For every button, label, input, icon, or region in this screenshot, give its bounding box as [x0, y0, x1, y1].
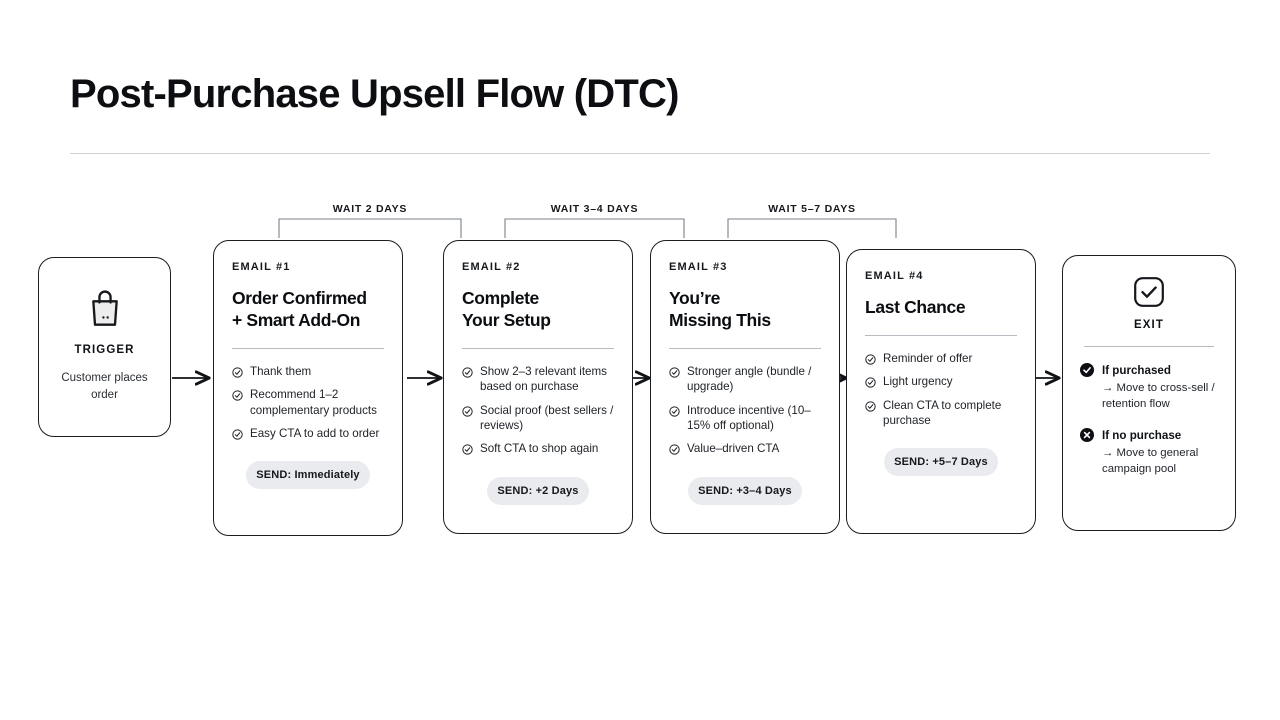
bullet-text: Reminder of offer — [883, 352, 973, 366]
email-bullet-list: Reminder of offer Light urgency Clean CT… — [865, 351, 1017, 428]
wait-label-3: WAIT 5–7 DAYS — [768, 203, 856, 215]
email-title: Last Chance — [865, 297, 966, 317]
send-badge[interactable]: SEND: Immediately — [246, 461, 370, 490]
check-circle-icon — [669, 444, 680, 455]
check-circle-icon — [865, 377, 876, 389]
list-item: Reminder of offer — [865, 351, 1017, 366]
branch-title: If purchased — [1102, 363, 1171, 377]
card-divider — [232, 348, 384, 350]
email-title: You’re Missing This — [669, 288, 771, 331]
bullet-text: Stronger angle (bundle / upgrade) — [687, 365, 812, 394]
check-circle-icon — [669, 406, 680, 417]
check-circle-icon — [462, 406, 473, 417]
list-item: Introduce incentive (10–15% off optional… — [669, 403, 821, 434]
card-divider — [669, 348, 821, 350]
exit-label: EXIT — [1134, 319, 1164, 331]
list-item: Stronger angle (bundle / upgrade) — [669, 364, 821, 395]
checkbox-check-icon — [1134, 277, 1164, 307]
email-title: Order Confirmed + Smart Add-On — [232, 288, 367, 331]
x-filled-icon — [1080, 428, 1094, 442]
bullet-text: Value–driven CTA — [687, 442, 780, 456]
email-bullet-list: Thank them Recommend 1–2 complementary p… — [232, 364, 384, 441]
email-kicker: EMAIL #3 — [669, 261, 728, 273]
trigger-label: TRIGGER — [74, 344, 135, 357]
email-bullet-list: Show 2–3 relevant items based on purchas… — [462, 364, 614, 456]
header-divider — [70, 153, 1210, 154]
list-item: Value–driven CTA — [669, 441, 821, 456]
bullet-text: Thank them — [250, 365, 312, 379]
list-item: Recommend 1–2 complementary products — [232, 387, 384, 418]
check-circle-icon — [462, 367, 473, 378]
send-badge[interactable]: SEND: +3–4 Days — [688, 476, 802, 505]
card-divider — [1084, 346, 1214, 347]
exit-header: EXIT — [1080, 276, 1218, 331]
bullet-text: Easy CTA to add to order — [250, 426, 380, 440]
email-kicker: EMAIL #4 — [865, 270, 924, 282]
list-item: Soft CTA to shop again — [462, 441, 614, 456]
check-filled-icon — [1080, 363, 1094, 377]
send-pill-wrap: SEND: +3–4 Days — [669, 476, 821, 505]
page-title: Post-Purchase Upsell Flow (DTC) — [70, 72, 679, 116]
check-circle-icon — [865, 354, 876, 365]
bullet-text: Show 2–3 relevant items based on purchas… — [480, 365, 607, 394]
list-item: Thank them — [232, 364, 384, 379]
exit-branch-purchased: If purchased → Move to cross-sell / rete… — [1080, 363, 1218, 412]
list-item: Easy CTA to add to order — [232, 426, 384, 441]
email-card-2[interactable]: EMAIL #2 Complete Your Setup Show 2–3 re… — [443, 240, 633, 534]
list-item: Light urgency — [865, 374, 1017, 389]
list-item: Show 2–3 relevant items based on purchas… — [462, 364, 614, 395]
wait-label-2: WAIT 3–4 DAYS — [550, 203, 639, 215]
bullet-text: Introduce incentive (10–15% off optional… — [687, 403, 811, 432]
shopping-bag-icon — [91, 290, 118, 327]
trigger-description: Customer places order — [61, 372, 148, 401]
branch-body: → Move to cross-sell / retention flow — [1102, 382, 1215, 410]
check-circle-icon — [232, 390, 243, 402]
send-pill-wrap: SEND: Immediately — [232, 461, 384, 490]
bullet-text: Recommend 1–2 complementary products — [250, 388, 377, 417]
email-bullet-list: Stronger angle (bundle / upgrade) Introd… — [669, 364, 821, 456]
check-circle-icon — [669, 367, 680, 378]
bullet-text: Clean CTA to complete purchase — [883, 398, 1002, 427]
exit-card[interactable]: EXIT If purchased → Move to cross-sell /… — [1062, 255, 1236, 531]
send-badge[interactable]: SEND: +5–7 Days — [884, 448, 998, 477]
email-card-3[interactable]: EMAIL #3 You’re Missing This Stronger an… — [650, 240, 840, 534]
email-title: Complete Your Setup — [462, 288, 551, 331]
send-badge[interactable]: SEND: +2 Days — [487, 476, 589, 505]
branch-heading: If purchased — [1080, 363, 1218, 377]
bullet-text: Soft CTA to shop again — [480, 442, 599, 456]
bullet-text: Social proof (best sellers / reviews) — [480, 403, 614, 432]
email-kicker: EMAIL #2 — [462, 261, 521, 273]
email-card-1[interactable]: EMAIL #1 Order Confirmed + Smart Add-On … — [213, 240, 403, 536]
exit-branch-list: If purchased → Move to cross-sell / rete… — [1080, 363, 1218, 477]
list-item: Social proof (best sellers / reviews) — [462, 403, 614, 434]
bullet-text: Light urgency — [883, 375, 953, 389]
check-circle-icon — [865, 400, 876, 412]
check-circle-icon — [232, 429, 243, 440]
check-circle-icon — [232, 367, 243, 378]
exit-branch-no-purchase: If no purchase → Move to general campaig… — [1080, 428, 1218, 477]
card-divider — [462, 348, 614, 350]
card-divider — [865, 335, 1017, 337]
check-circle-icon — [462, 444, 473, 455]
branch-heading: If no purchase — [1080, 428, 1218, 442]
branch-title: If no purchase — [1102, 428, 1182, 442]
branch-body: → Move to general campaign pool — [1102, 447, 1199, 475]
list-item: Clean CTA to complete purchase — [865, 398, 1017, 429]
send-pill-wrap: SEND: +5–7 Days — [865, 448, 1017, 477]
trigger-card[interactable]: TRIGGER Customer places order — [38, 257, 171, 437]
email-card-4[interactable]: EMAIL #4 Last Chance Reminder of offer — [846, 249, 1036, 534]
email-kicker: EMAIL #1 — [232, 261, 291, 273]
wait-label-1: WAIT 2 DAYS — [332, 203, 408, 215]
send-pill-wrap: SEND: +2 Days — [462, 476, 614, 505]
